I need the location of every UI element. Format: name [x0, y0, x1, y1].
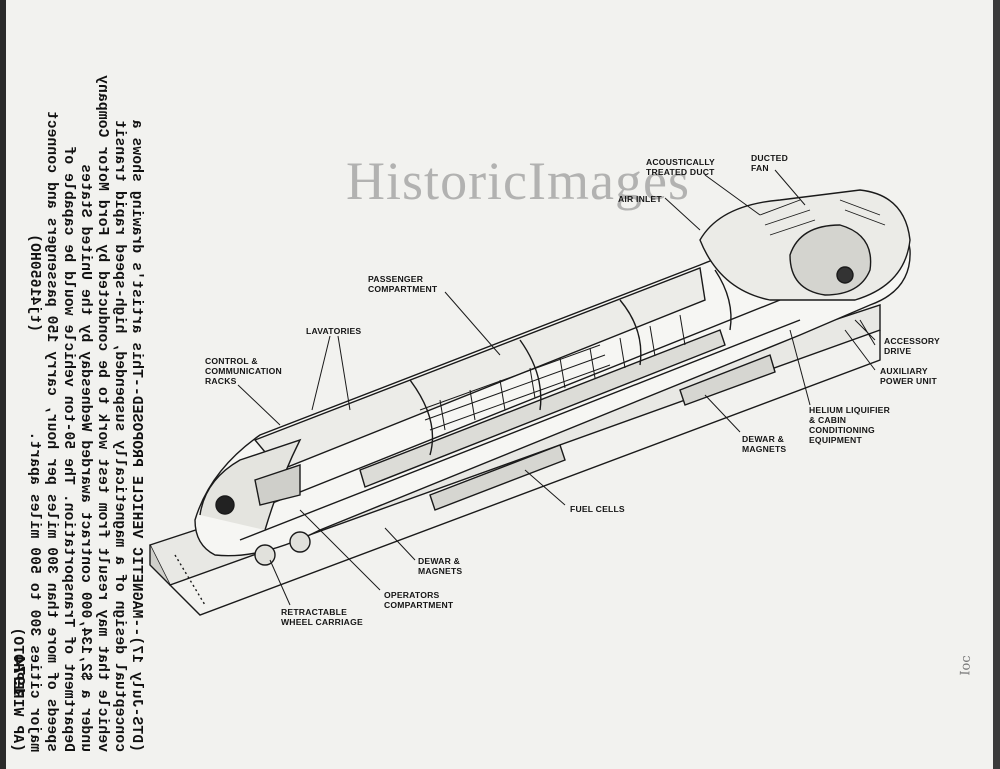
label-operators-compartment: OPERATORS COMPARTMENT [384, 590, 454, 610]
caption-line: speeds of more than 300 miles per hour, … [43, 110, 59, 752]
print-right-edge [993, 0, 1000, 769]
caption-line: major cities 300 to 500 miles apart. [26, 431, 42, 752]
label-helium-liquifier: HELIUM LIQUIFIER & CABIN CONDITIONING EQ… [809, 405, 891, 445]
label-air-inlet: AIR INLET [618, 194, 662, 204]
caption-line: (DTS-July 17)--MAGNETIC VEHICLE PROPOSED… [128, 119, 144, 752]
caption-code: (tj41650HO) [26, 234, 42, 332]
label-acoustically-treated-duct: ACOUSTICALLY TREATED DUCT [646, 157, 715, 177]
caption-line: under a $2,134,000 contract awarded Wedn… [77, 164, 93, 752]
label-ducted-fan: DUCTED FAN [751, 153, 789, 173]
historicimages-watermark: HistoricImages [346, 151, 690, 211]
print-left-edge [0, 0, 6, 769]
label-accessory-drive: ACCESSORY DRIVE [884, 336, 940, 356]
caption-line: vehicle that may result from test work t… [94, 75, 110, 752]
label-fuel-cells: FUEL CELLS [570, 504, 625, 514]
side-stamp: Ioc [958, 655, 974, 676]
label-dewar-magnets-right: DEWAR & MAGNETS [742, 434, 787, 454]
label-retractable-wheel-carriage: RETRACTABLE WHEEL CARRIAGE [281, 607, 363, 627]
caption-line: conceptual design of a magnetically susp… [111, 119, 127, 752]
caption-year: 1974. [8, 645, 27, 697]
label-auxiliary-power-unit: AUXILIARY POWER UNIT [880, 366, 937, 386]
label-control-communication-racks: CONTROL & COMMUNICATION RACKS [205, 356, 282, 386]
label-lavatories: LAVATORIES [306, 326, 362, 336]
label-dewar-magnets-left: DEWAR & MAGNETS [418, 556, 463, 576]
label-passenger-compartment: PASSENGER COMPARTMENT [368, 274, 438, 294]
caption-line: Department of Transportation. The 50-ton… [60, 146, 76, 752]
